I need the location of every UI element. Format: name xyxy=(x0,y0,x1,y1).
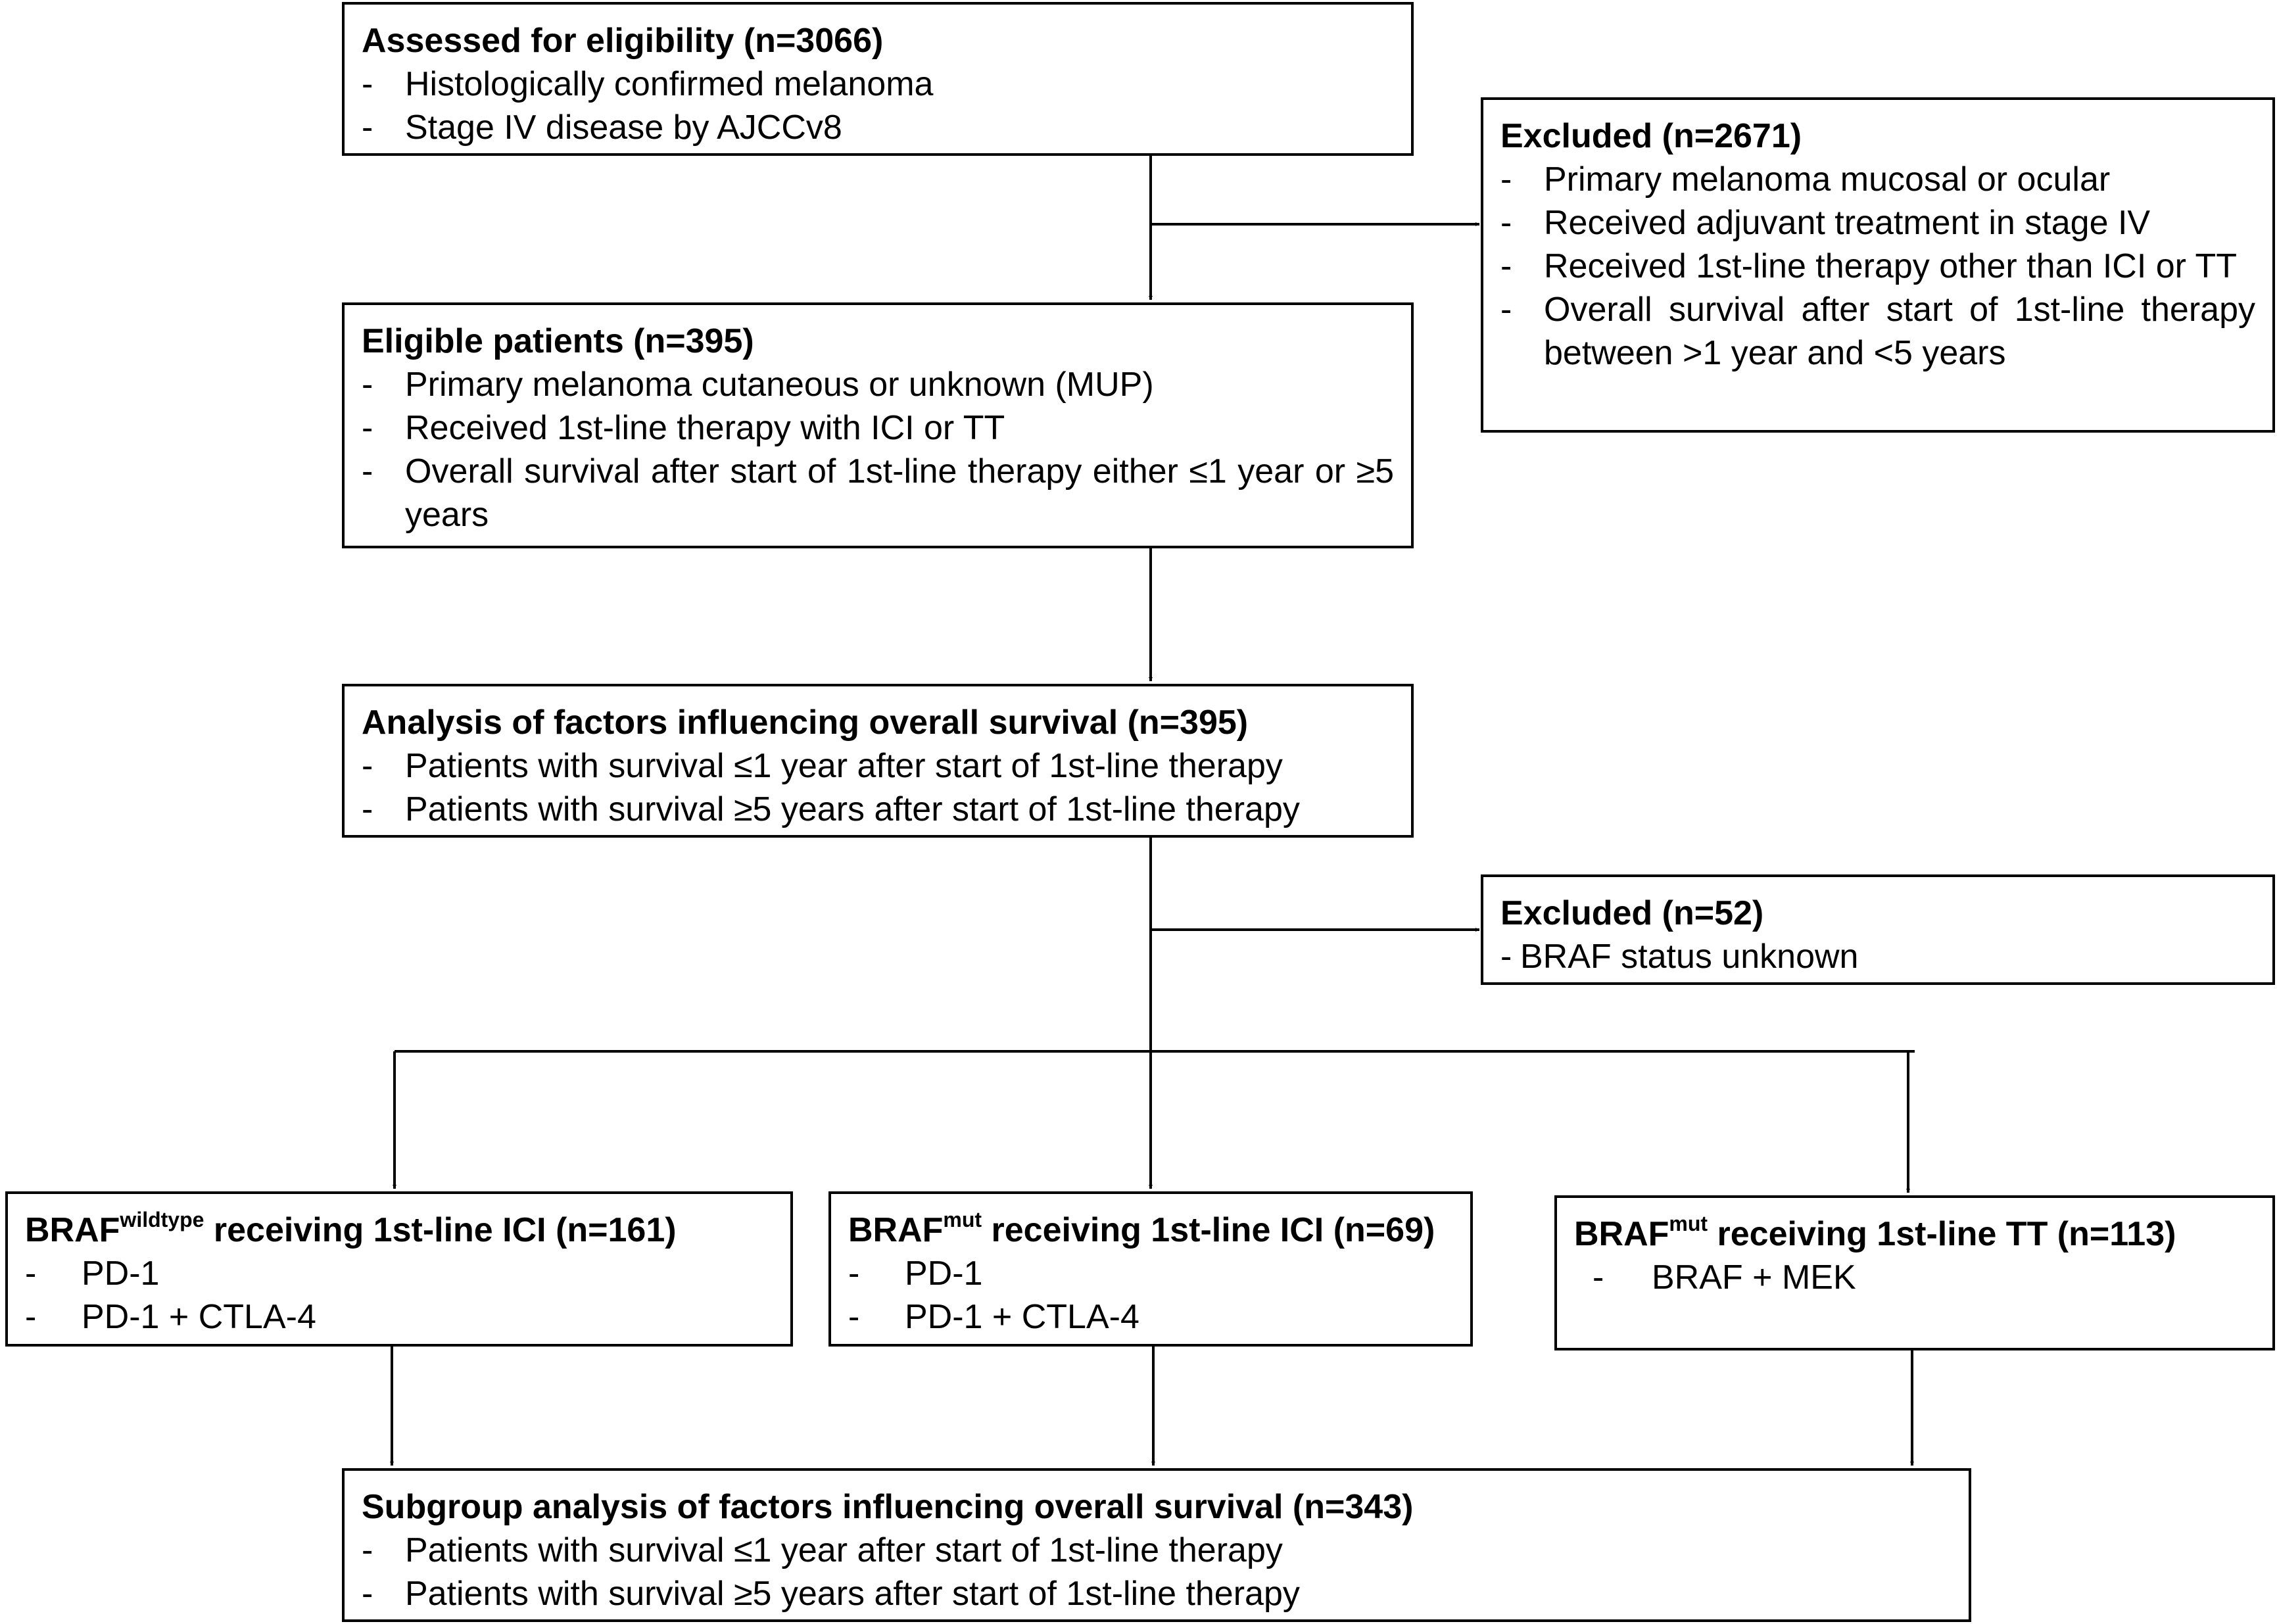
eligible-item: -Received 1st-line therapy with ICI or T… xyxy=(362,409,1005,447)
braf-wt-ici-item: -PD-1 xyxy=(25,1254,160,1293)
excluded-second-title: Excluded (n=52) xyxy=(1500,894,1764,932)
assessed-title: Assessed for eligibility (n=3066) xyxy=(362,22,884,60)
braf-wt-ici-item: -PD-1 + CTLA-4 xyxy=(25,1298,316,1336)
analysis-item: -Patients with survival ≥5 years after s… xyxy=(362,790,1300,828)
braf-mut-tt-title: BRAFmut receiving 1st-line TT (n=113) xyxy=(1574,1212,2176,1253)
eligible-item: -Overall survival after start of 1st-lin… xyxy=(362,452,1394,534)
analysis-box: Analysis of factors influencing overall … xyxy=(342,684,1414,838)
analysis-title: Analysis of factors influencing overall … xyxy=(362,704,1249,742)
excluded-first-item: -Received adjuvant treatment in stage IV xyxy=(1500,204,2151,242)
excluded-first-box: Excluded (n=2671) -Primary melanoma muco… xyxy=(1481,97,2275,433)
excluded-first-title: Excluded (n=2671) xyxy=(1500,117,1802,155)
excluded-first-item: -Overall survival after start of 1st-lin… xyxy=(1500,291,2255,372)
braf-mut-tt-item: -BRAF + MEK xyxy=(1593,1258,1856,1297)
braf-mut-ici-item: -PD-1 xyxy=(848,1254,983,1293)
eligible-box: Eligible patients (n=395) -Primary melan… xyxy=(342,302,1414,548)
assessed-box: Assessed for eligibility (n=3066) -Histo… xyxy=(342,2,1414,156)
braf-mut-ici-box: BRAFmut receiving 1st-line ICI (n=69) -P… xyxy=(828,1191,1473,1347)
braf-mut-ici-item: -PD-1 + CTLA-4 xyxy=(848,1298,1139,1336)
excluded-first-item: -Primary melanoma mucosal or ocular xyxy=(1500,160,2111,199)
excluded-second-item: -BRAF status unknown xyxy=(1500,938,1859,976)
subgroup-title: Subgroup analysis of factors influencing… xyxy=(362,1488,1414,1526)
assessed-item: -Histologically confirmed melanoma xyxy=(362,65,934,103)
braf-wt-ici-box: BRAFwildtype receiving 1st-line ICI (n=1… xyxy=(5,1191,793,1347)
subgroup-item: -Patients with survival ≥5 years after s… xyxy=(362,1575,1300,1613)
eligible-title: Eligible patients (n=395) xyxy=(362,322,754,360)
eligible-item: -Primary melanoma cutaneous or unknown (… xyxy=(362,366,1154,404)
subgroup-box: Subgroup analysis of factors influencing… xyxy=(342,1468,1971,1622)
braf-mut-ici-title: BRAFmut receiving 1st-line ICI (n=69) xyxy=(848,1208,1435,1249)
braf-wt-ici-title: BRAFwildtype receiving 1st-line ICI (n=1… xyxy=(25,1208,677,1249)
excluded-first-item: -Received 1st-line therapy other than IC… xyxy=(1500,247,2237,285)
braf-mut-tt-box: BRAFmut receiving 1st-line TT (n=113) -B… xyxy=(1554,1195,2275,1350)
assessed-item: -Stage IV disease by AJCCv8 xyxy=(362,108,842,147)
excluded-second-box: Excluded (n=52) -BRAF status unknown xyxy=(1481,874,2275,985)
analysis-item: -Patients with survival ≤1 year after st… xyxy=(362,747,1283,785)
subgroup-item: -Patients with survival ≤1 year after st… xyxy=(362,1531,1283,1569)
